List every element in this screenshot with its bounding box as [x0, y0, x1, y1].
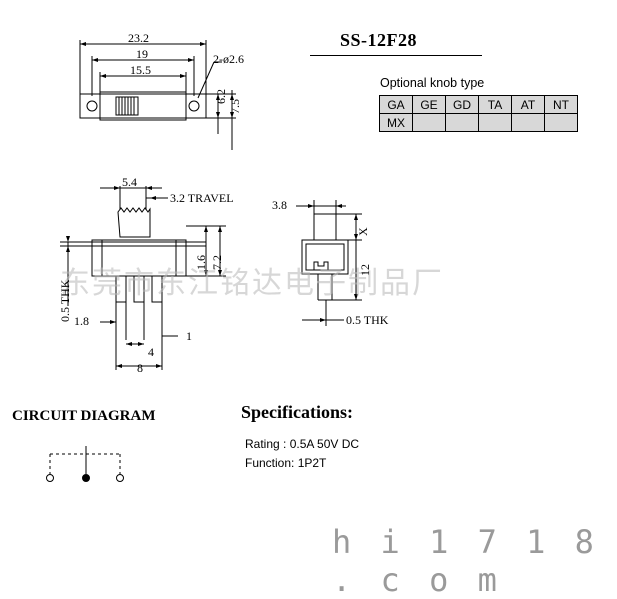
model-title: SS-12F28	[340, 30, 418, 50]
technical-drawing	[46, 40, 362, 482]
dim-knob-width: 5.4	[122, 175, 137, 189]
watermark-company: 东莞市东江铭达电子制品厂	[60, 266, 444, 301]
knob-cell-empty	[478, 113, 512, 132]
circuit-diagram	[46, 446, 124, 482]
dim-holes: 2-ø2.6	[213, 52, 244, 66]
table-row: GA GE GD TA AT NT	[379, 95, 578, 114]
knob-cell: GD	[445, 95, 479, 114]
knob-cell: GA	[379, 95, 413, 114]
knob-cell-empty	[445, 113, 479, 132]
watermark-site: h i 1 7 1 8 . c o m	[332, 523, 599, 599]
knob-type-table: GA GE GD TA AT NT MX	[379, 95, 578, 132]
knob-cell-empty	[511, 113, 545, 132]
knob-cell-empty	[412, 113, 446, 132]
dim-inner-length: 15.5	[130, 63, 151, 77]
dim-travel: 3.2 TRAVEL	[170, 191, 234, 205]
dim-side-thk: 0.5 THK	[346, 313, 389, 327]
spec-function: Function: 1P2T	[245, 456, 327, 470]
dim-height-inner: 6.2	[214, 89, 228, 104]
top-view	[79, 40, 236, 150]
specifications-title: Specifications:	[241, 402, 353, 422]
dim-thk-left: 0.5 THK	[58, 279, 72, 322]
dim-pin-span: 8	[137, 361, 143, 375]
dim-pin-offset: 1.8	[74, 314, 89, 328]
dim-side-knob-width: 3.8	[272, 198, 287, 212]
dim-height-small: 1.6	[194, 255, 208, 270]
knob-cell: MX	[379, 113, 413, 132]
knob-cell: AT	[511, 95, 545, 114]
dim-height-total: 7.2	[210, 255, 224, 270]
title-underline	[310, 55, 482, 56]
knob-table-caption: Optional knob type	[380, 76, 485, 90]
dim-pin-width: 1	[186, 329, 192, 343]
spec-rating: Rating : 0.5A 50V DC	[245, 437, 360, 451]
dim-overall-length: 23.2	[128, 31, 149, 45]
circuit-diagram-title: CIRCUIT DIAGRAM	[12, 408, 156, 424]
knob-cell-empty	[544, 113, 578, 132]
dim-mid-length: 19	[136, 47, 148, 61]
dim-side-height: 12	[358, 264, 372, 276]
side-view	[296, 200, 362, 326]
table-row: MX	[379, 113, 578, 132]
front-view	[60, 186, 226, 370]
knob-cell: TA	[478, 95, 512, 114]
knob-cell: NT	[544, 95, 578, 114]
dim-pin-pitch: 4	[148, 345, 154, 359]
dim-x: X	[356, 227, 370, 236]
dim-height-outer: 7.5	[228, 99, 242, 114]
knob-cell: GE	[412, 95, 446, 114]
